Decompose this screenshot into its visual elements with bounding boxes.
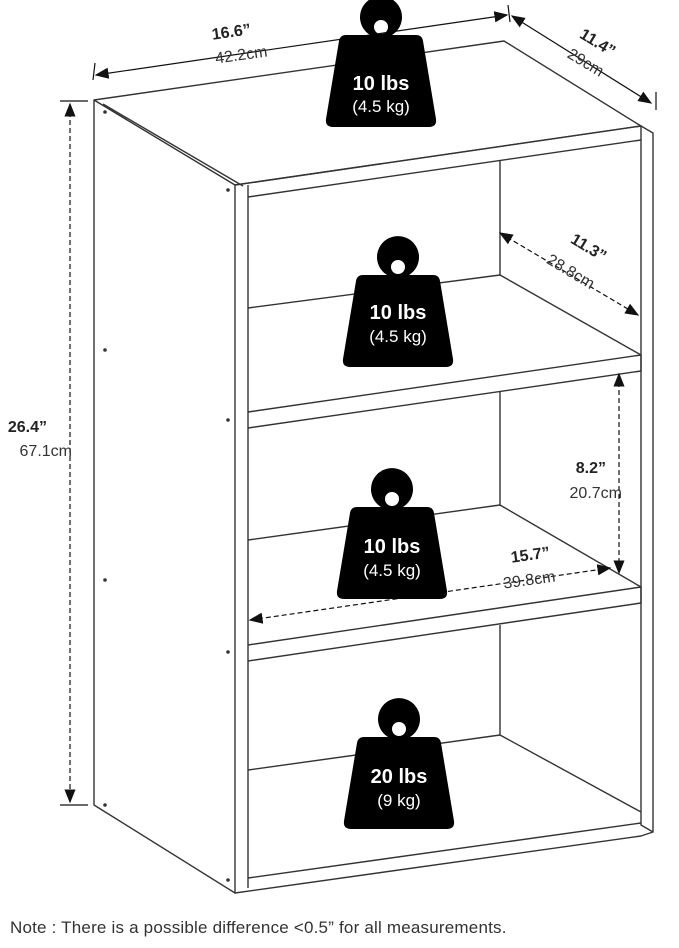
weight-icon [336, 468, 448, 599]
inner-depth-imperial: 11.3” [568, 231, 610, 265]
dimension-lines [60, 4, 657, 806]
height-imperial: 26.4” [8, 419, 47, 436]
shelf-height-imperial: 8.2” [576, 460, 606, 477]
width-metric: 42.2cm [214, 43, 268, 67]
right-side-panel [640, 125, 654, 833]
width-imperial: 16.6” [211, 21, 252, 43]
shelf-height-metric: 20.7cm [570, 485, 622, 502]
inner-depth-arrow [498, 232, 640, 316]
weight-shelf-lower-lbs: 10 lbs [364, 536, 421, 558]
weight-shelf-upper-kg: (4.5 kg) [369, 327, 427, 346]
bottom-interior [247, 734, 642, 813]
bottom-panel [234, 822, 654, 894]
top-panel-front-edge [234, 125, 642, 198]
weight-icon [343, 698, 455, 829]
inner-width-metric: 39.8cm [502, 568, 556, 592]
weight-bottom-kg: (9 kg) [377, 791, 420, 810]
inner-width-arrow [248, 564, 612, 624]
weight-bottom: 20 lbs (9 kg) [343, 698, 455, 829]
weight-shelf-lower-kg: (4.5 kg) [363, 561, 421, 580]
measurement-note: Note : There is a possible difference <0… [10, 918, 507, 937]
dimension-labels: 16.6” 42.2cm 11.4” 29cm 26.4” 67.1cm 11.… [8, 21, 622, 592]
depth-arrow [510, 15, 653, 104]
screw-dots [103, 110, 230, 882]
weight-icon [325, 0, 437, 127]
weight-shelf-upper: 10 lbs (4.5 kg) [342, 236, 454, 367]
width-arrow [94, 11, 509, 79]
weight-top: 10 lbs (4.5 kg) [325, 0, 437, 127]
weight-shelf-lower: 10 lbs (4.5 kg) [336, 468, 448, 599]
weight-top-lbs: 10 lbs [353, 73, 410, 95]
weight-bottom-lbs: 20 lbs [371, 766, 428, 788]
inner-width-imperial: 15.7” [510, 544, 551, 566]
weight-shelf-upper-lbs: 10 lbs [370, 302, 427, 324]
left-side-panel [93, 100, 236, 894]
height-metric: 67.1cm [20, 443, 72, 460]
weight-icon [342, 236, 454, 367]
weight-top-kg: (4.5 kg) [352, 97, 410, 116]
